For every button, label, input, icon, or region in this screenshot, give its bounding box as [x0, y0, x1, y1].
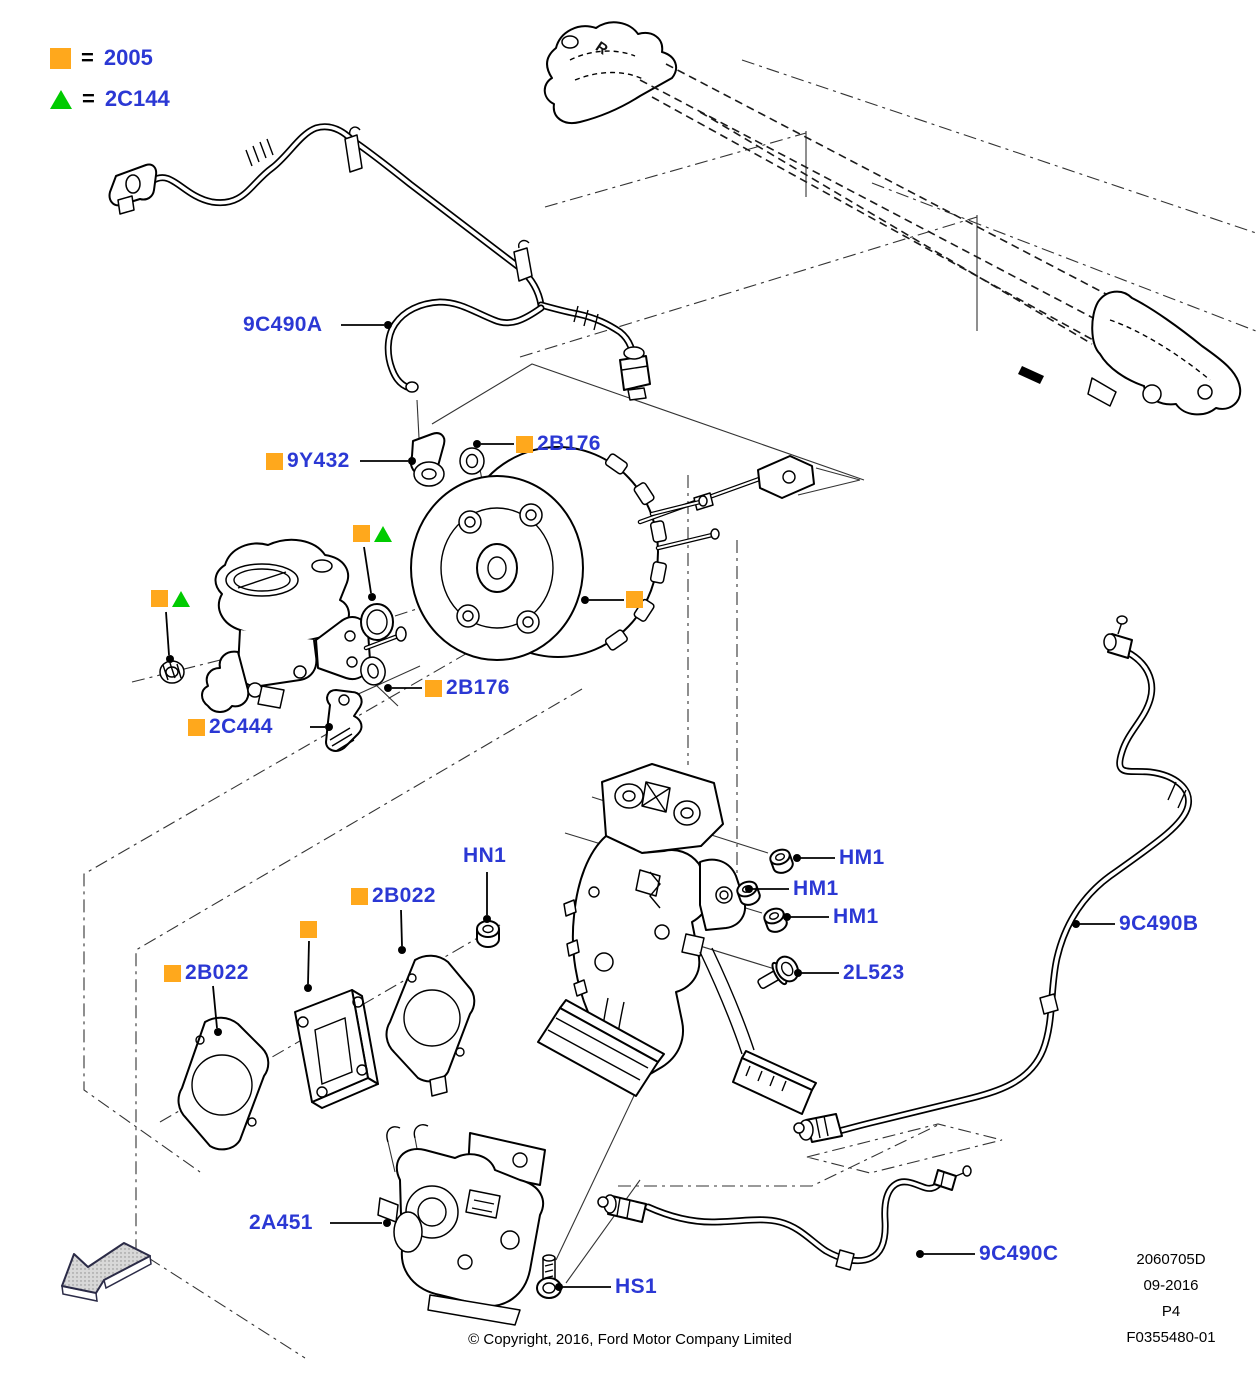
callout-2b022-lower[interactable]: 2B022: [164, 961, 249, 985]
front-direction-arrow-icon: [61, 1242, 152, 1302]
callout-2c444[interactable]: 2C444: [188, 715, 273, 739]
orange-square-icon: [164, 964, 181, 982]
green-triangle-icon: [50, 89, 72, 109]
hose-9c490c-drawing: [597, 1165, 972, 1271]
callout-hs1[interactable]: HS1: [615, 1275, 657, 1299]
callout-hm1-1[interactable]: HM1: [839, 846, 885, 870]
figure-number: F0355480-01: [1126, 1329, 1216, 1346]
callout-label: 9C490C: [979, 1242, 1059, 1265]
master-cylinder-drawing: [201, 538, 407, 713]
callout-label: 2C444: [209, 715, 273, 738]
callout-label: 2B176: [537, 432, 601, 455]
legend-equals: =: [82, 86, 95, 111]
callout-label: HM1: [839, 846, 885, 869]
orange-square-icon: [151, 590, 168, 607]
legend-code: 2005: [103, 45, 153, 70]
callout-hn1[interactable]: HN1: [463, 844, 506, 868]
legend-row-2005: = 2005: [50, 45, 153, 71]
callout-2b176-top[interactable]: 2B176: [516, 432, 601, 456]
doc-page: P4: [1161, 1303, 1181, 1320]
gaskets-and-spacer-drawing: [177, 954, 476, 1151]
leader-lines: [165, 321, 1115, 1291]
callout-hm1-3[interactable]: HM1: [833, 905, 879, 929]
orange-square-icon: [626, 591, 643, 608]
abs-unit-drawing: [377, 1124, 546, 1326]
green-triangle-icon: [374, 525, 392, 542]
callout-2b022-upper[interactable]: 2B022: [351, 884, 436, 908]
orange-square-icon: [425, 679, 442, 697]
brake-booster-drawing: [410, 446, 815, 661]
callout-hm1-2[interactable]: HM1: [793, 877, 839, 901]
callout-label: 9C490A: [243, 313, 323, 336]
callout-label: 2B176: [446, 676, 510, 699]
doc-date: 09-2016: [1143, 1277, 1199, 1294]
orange-square-icon: [266, 452, 283, 470]
green-triangle-icon: [172, 590, 190, 607]
callout-9c490c[interactable]: 9C490C: [979, 1242, 1058, 1266]
hose-9c490a-drawing: [108, 123, 651, 401]
callout-2a451[interactable]: 2A451: [249, 1211, 313, 1235]
legend-row-2c144: = 2C144: [50, 86, 170, 112]
callout-label: 2B022: [185, 961, 249, 984]
legend-code: 2C144: [104, 86, 170, 111]
callout-9y432[interactable]: 9Y432: [266, 449, 350, 473]
callout-label: 2L523: [843, 961, 905, 984]
callout-label: HM1: [833, 905, 879, 928]
hose-9c490b-drawing: [793, 615, 1193, 1143]
orange-square-icon: [516, 435, 533, 453]
callout-label: HS1: [615, 1275, 658, 1298]
orange-square-icon: [351, 887, 368, 905]
pedal-assembly-drawing: [537, 763, 817, 1115]
callout-label: 9Y432: [287, 449, 350, 472]
marker-spacer: [300, 921, 317, 938]
doc-number: 2060705D: [1136, 1251, 1206, 1268]
copyright-text: © Copyright, 2016, Ford Motor Company Li…: [468, 1331, 792, 1348]
seals-and-fittings-drawing: [159, 432, 485, 752]
callout-label: HM1: [793, 877, 839, 900]
orange-square-icon: [188, 718, 205, 736]
callout-2b176-mid[interactable]: 2B176: [425, 676, 510, 700]
callout-label: 2B022: [372, 884, 436, 907]
document-info-block: 2060705D 09-2016 P4 F0355480-01: [1101, 1247, 1241, 1351]
callout-9c490a[interactable]: 9C490A: [243, 313, 322, 337]
marker-pair-o-ring: [353, 525, 392, 542]
callout-label: 9C490B: [1119, 912, 1199, 935]
cowl-panel-drawing: R: [543, 21, 1242, 416]
callout-label: HN1: [463, 844, 507, 867]
orange-square-icon: [300, 921, 317, 938]
legend-equals: =: [81, 45, 94, 70]
callout-label: 2A451: [249, 1211, 313, 1234]
callout-9c490b[interactable]: 9C490B: [1119, 912, 1198, 936]
marker-booster: [626, 591, 643, 608]
orange-square-icon: [50, 47, 71, 69]
orange-square-icon: [353, 525, 370, 542]
construction-lines: [83, 59, 1257, 1359]
callout-2l523[interactable]: 2L523: [843, 961, 905, 985]
marker-pair-nut: [151, 590, 190, 607]
